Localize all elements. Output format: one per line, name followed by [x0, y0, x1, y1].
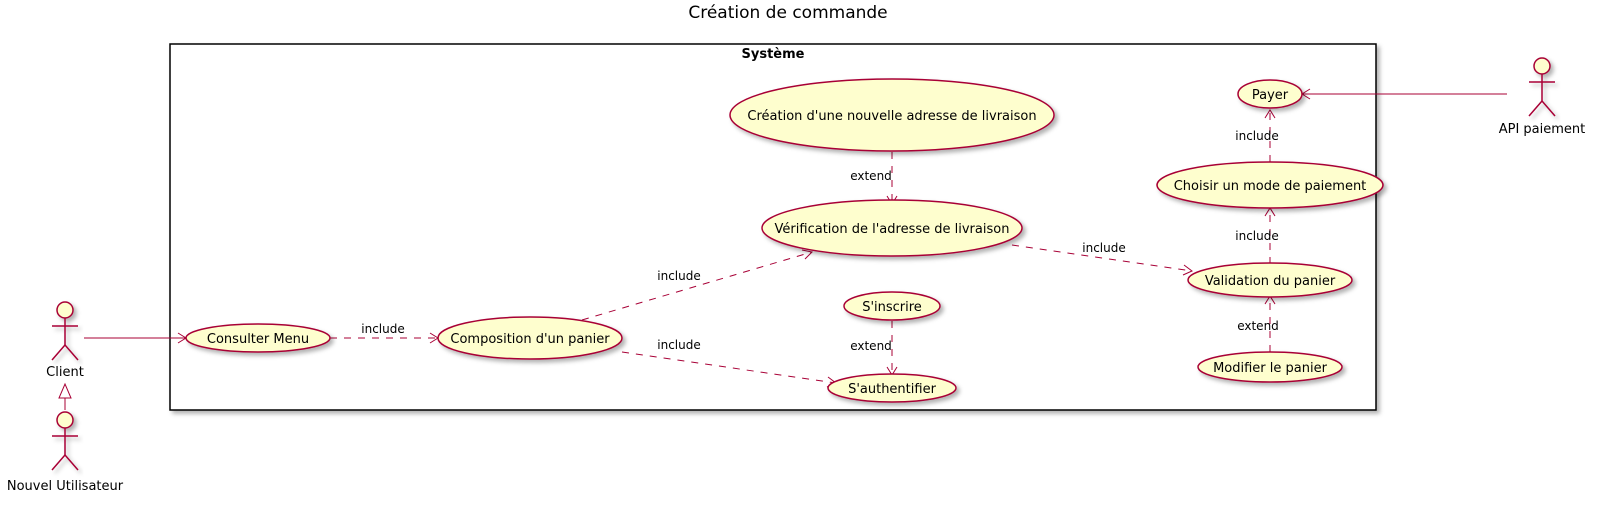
usecase-sauthentifier: S'authentifier — [827, 373, 957, 403]
usecase-choisir-paiement: Choisir un mode de paiement — [1156, 161, 1384, 209]
svg-text:Composition d'un panier: Composition d'un panier — [450, 332, 610, 347]
system-label: Système — [742, 47, 805, 62]
relation-label: include — [1235, 129, 1278, 143]
relation-label: extend — [1237, 319, 1279, 333]
relation-label: include — [657, 338, 700, 352]
usecase-consulter-menu: Consulter Menu — [185, 323, 331, 353]
include-verification-validation: include — [1011, 241, 1193, 276]
usecase-composition-panier: Composition d'un panier — [437, 316, 623, 360]
relation-label: extend — [850, 339, 892, 353]
usecase-verification-adresse: Vérification de l'adresse de livraison — [761, 199, 1023, 257]
include-composition-verification: include — [581, 249, 814, 321]
usecase-modifier-panier: Modifier le panier — [1197, 351, 1343, 383]
usecase-creation-adresse: Création d'une nouvelle adresse de livra… — [729, 78, 1055, 152]
svg-text:Vérification de l'adresse de l: Vérification de l'adresse de livraison — [775, 222, 1010, 237]
actor-client: Client — [46, 301, 84, 380]
actor-label: Client — [46, 365, 84, 380]
relation-label: include — [657, 269, 700, 283]
relation-label: extend — [850, 169, 892, 183]
relation-label: include — [1235, 229, 1278, 243]
actor-label: Nouvel Utilisateur — [7, 479, 124, 494]
stick-figure-icon — [51, 411, 79, 471]
svg-text:Consulter Menu: Consulter Menu — [207, 332, 309, 347]
actor-api-paiement: API paiement — [1499, 57, 1586, 137]
svg-text:Choisir un mode de paiement: Choisir un mode de paiement — [1174, 179, 1367, 194]
stick-figure-icon — [51, 301, 79, 361]
usecase-validation-panier: Validation du panier — [1187, 262, 1353, 298]
include-choisir-payer: include — [1235, 109, 1279, 162]
svg-text:Payer: Payer — [1252, 88, 1289, 103]
usecase-sinscrire: S'inscrire — [843, 291, 941, 321]
relation-label: include — [361, 322, 404, 336]
actor-nouvel-utilisateur: Nouvel Utilisateur — [7, 411, 124, 494]
actor-label: API paiement — [1499, 122, 1586, 137]
svg-text:S'inscrire: S'inscrire — [862, 300, 922, 315]
svg-text:Validation du panier: Validation du panier — [1205, 274, 1336, 289]
generalization-nouvel-client — [58, 382, 72, 410]
usecase-payer: Payer — [1237, 79, 1303, 109]
svg-text:Création d'une nouvelle adress: Création d'une nouvelle adresse de livra… — [747, 109, 1036, 124]
svg-text:S'authentifier: S'authentifier — [848, 382, 937, 397]
svg-text:Modifier le panier: Modifier le panier — [1213, 361, 1328, 376]
diagram-title: Création de commande — [688, 3, 887, 23]
relation-label: include — [1082, 241, 1125, 255]
stick-figure-icon — [1528, 57, 1556, 117]
